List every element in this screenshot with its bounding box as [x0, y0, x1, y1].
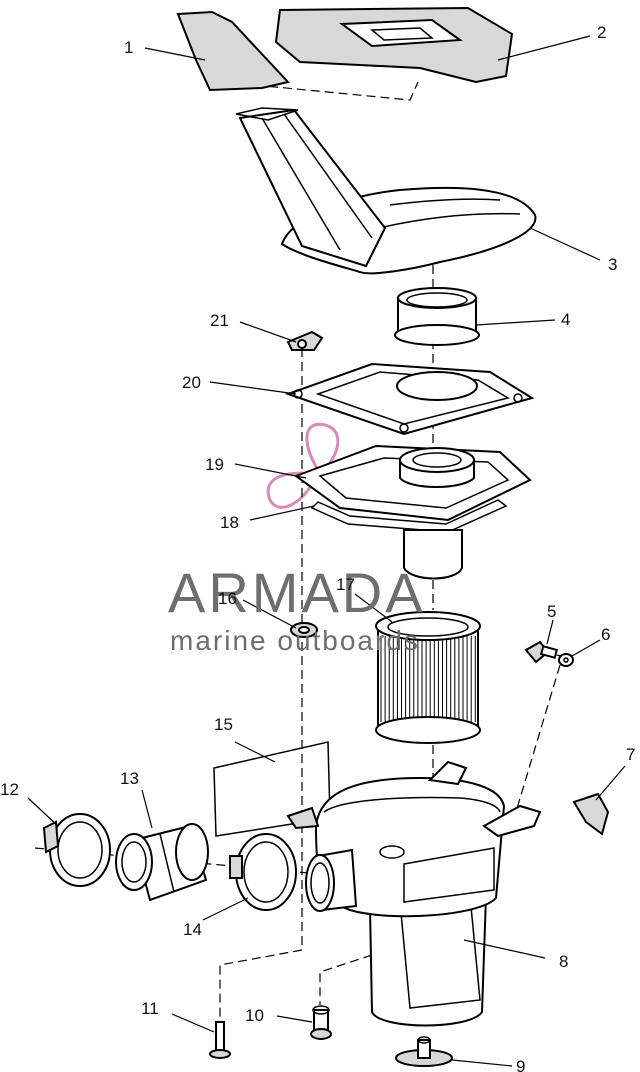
callout-18: 18: [220, 513, 239, 532]
callout-labels: 1 2 3 4 5 6 7 8 9 10 11 12 13 14 15 16 1…: [0, 23, 635, 1072]
long-screw-part: [209, 1021, 231, 1059]
callout-9: 9: [516, 1057, 525, 1072]
drain-cap-part: [395, 1036, 453, 1067]
bolt-part: [524, 640, 559, 664]
watermark-tagline: marine outboards: [170, 625, 420, 656]
intake-cover-part: [235, 107, 537, 275]
callout-3: 3: [608, 255, 617, 274]
watermark-brand: ARMADA: [168, 561, 426, 624]
callout-8: 8: [559, 952, 568, 971]
callout-1: 1: [124, 38, 133, 57]
filter-element-part: [375, 611, 481, 744]
washer-part: [558, 653, 574, 667]
short-screw-part: [310, 1005, 332, 1040]
foam-seal-part: [274, 6, 514, 84]
hose-clamp-part: [229, 833, 297, 911]
filter-lid-part: [293, 444, 532, 522]
callout-12: 12: [0, 780, 19, 799]
leader-lines: [27, 35, 626, 1067]
callout-19: 19: [205, 455, 224, 474]
callout-4: 4: [561, 310, 570, 329]
callout-17: 17: [336, 575, 355, 594]
intake-boot-part: [115, 823, 209, 902]
lid-seal-part: [310, 499, 508, 533]
callout-10: 10: [245, 1006, 264, 1025]
callout-6: 6: [601, 625, 610, 644]
callout-14: 14: [183, 920, 202, 939]
callout-13: 13: [120, 769, 139, 788]
lid-neck-part: [403, 529, 463, 580]
clip-nut-part: [286, 330, 324, 351]
gasket-plate-part: [284, 362, 535, 436]
callout-15: 15: [214, 715, 233, 734]
intake-flap-part: [176, 10, 290, 92]
callout-11: 11: [141, 999, 159, 1018]
callout-5: 5: [547, 602, 556, 621]
grommet-part: [290, 622, 318, 638]
callout-16: 16: [218, 589, 237, 608]
clamp-ring-part: [42, 813, 111, 887]
callout-2: 2: [597, 23, 606, 42]
callout-7: 7: [626, 745, 635, 764]
air-box-part: [286, 760, 542, 1027]
rubber-duct-part: [394, 287, 480, 346]
callout-20: 20: [182, 373, 201, 392]
callout-21: 21: [210, 311, 229, 330]
bracket-clip-part: [572, 792, 610, 836]
